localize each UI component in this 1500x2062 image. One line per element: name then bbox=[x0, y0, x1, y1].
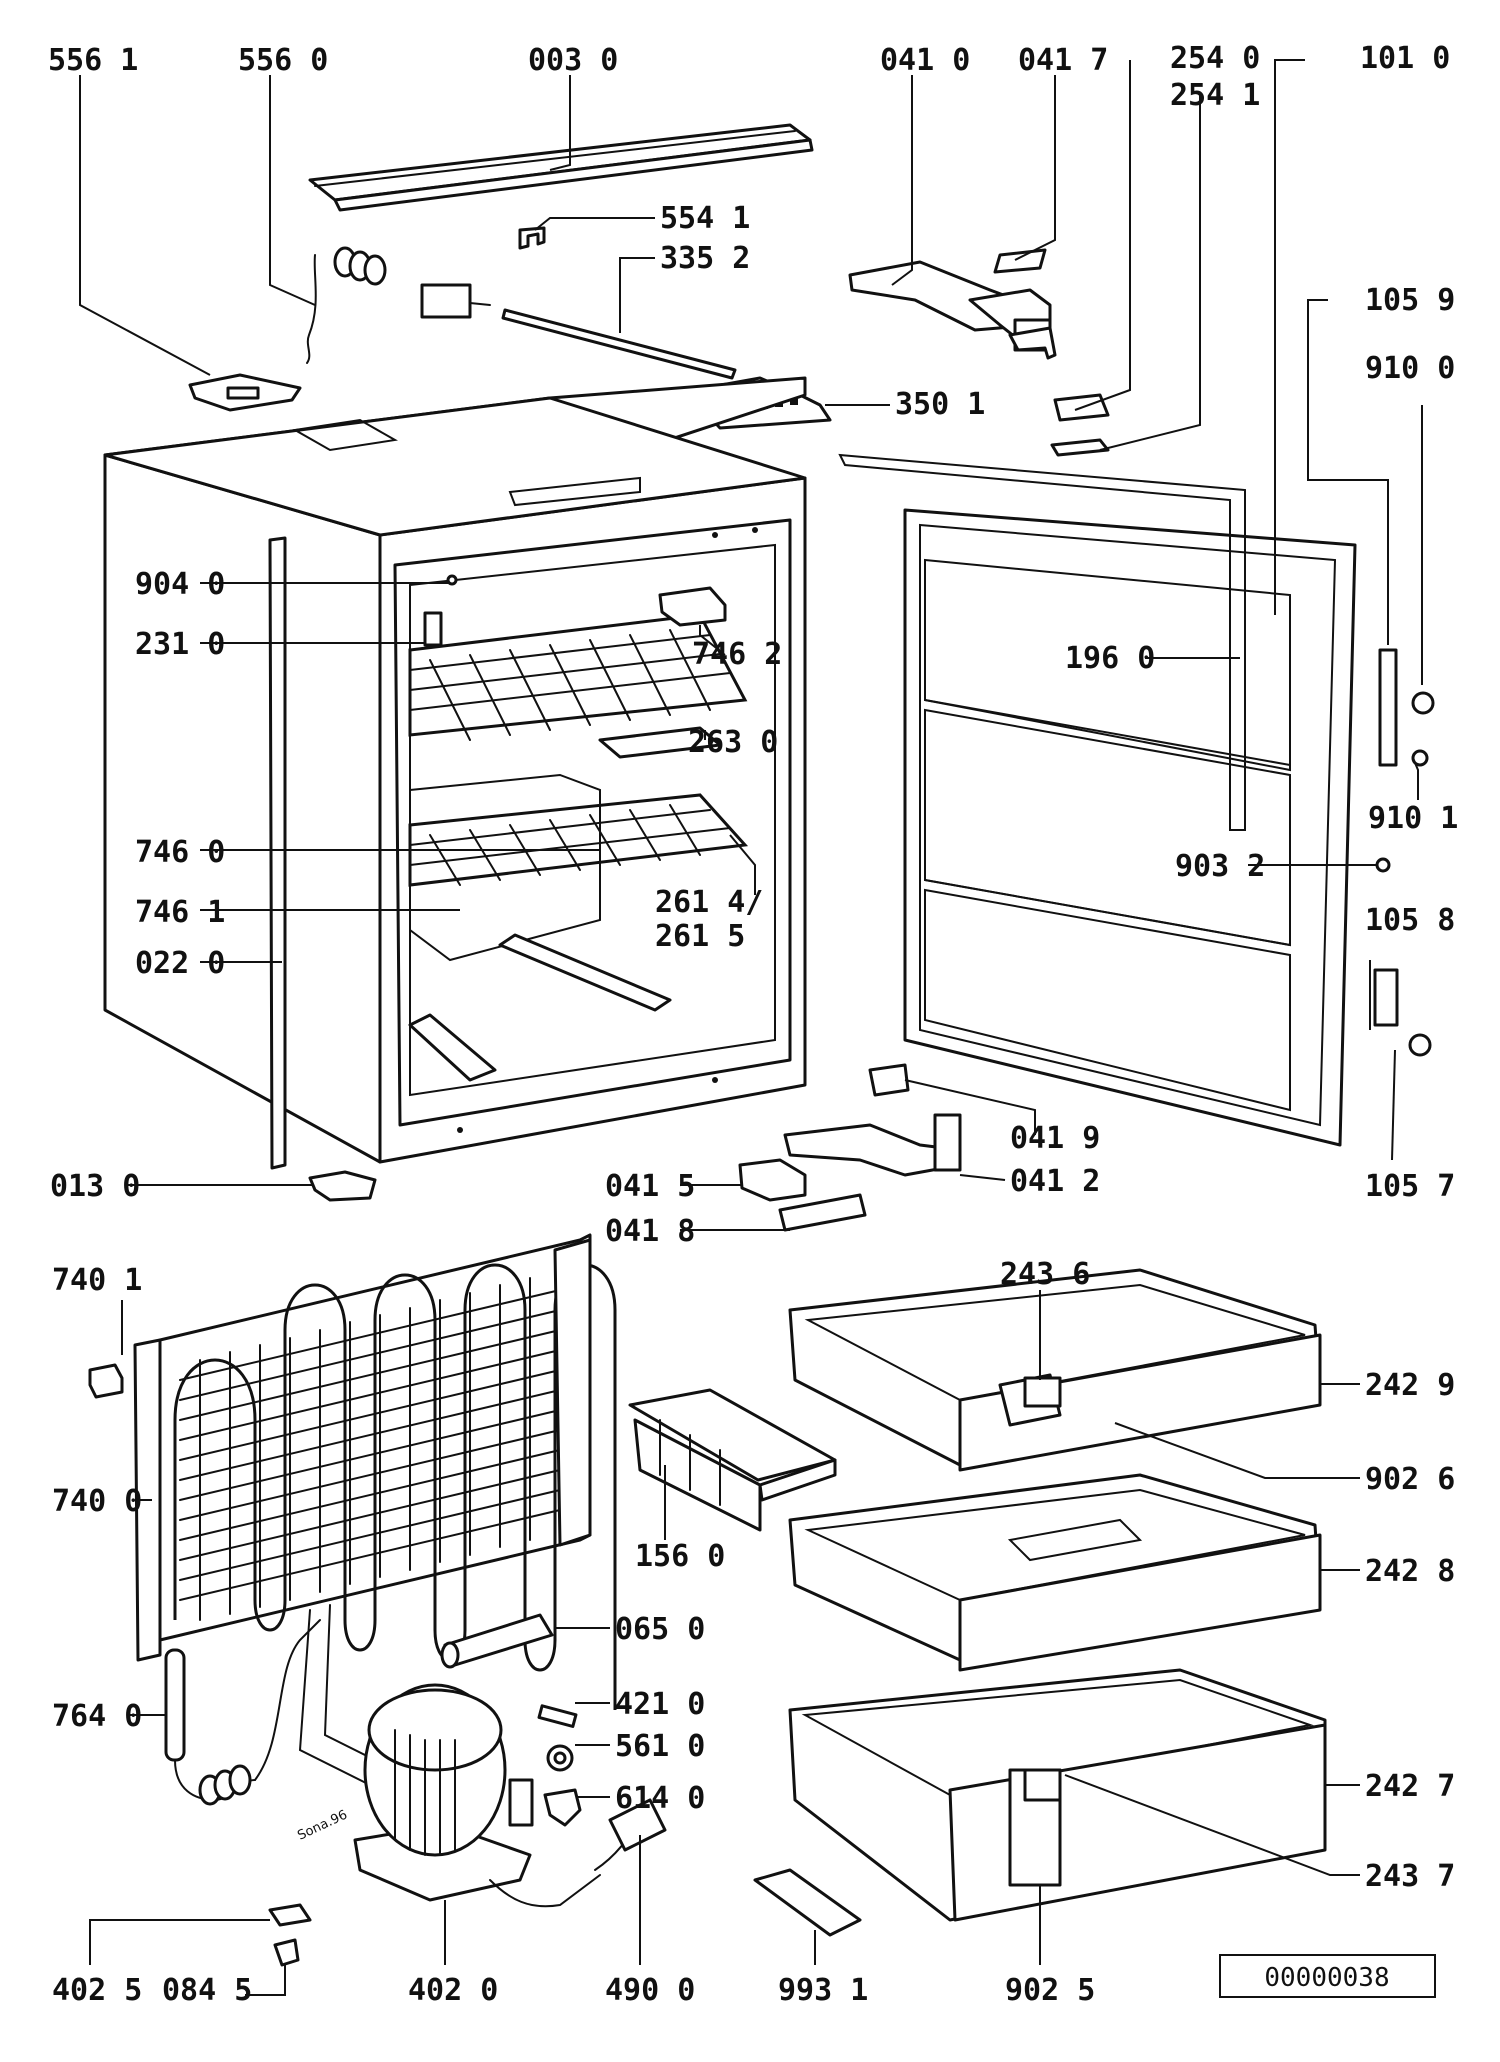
signature-text: Sona.96 bbox=[295, 1808, 349, 1844]
callout-9040: 904 0 bbox=[135, 567, 225, 602]
callout-4020: 402 0 bbox=[408, 1973, 498, 2008]
filter-drier-part bbox=[164, 1619, 321, 1806]
callout-7460: 746 0 bbox=[135, 835, 225, 870]
rod-part bbox=[501, 308, 737, 380]
callout-0030: 003 0 bbox=[528, 43, 618, 78]
callout-0419: 041 9 bbox=[1010, 1121, 1100, 1156]
callout-5610: 561 0 bbox=[615, 1729, 705, 1764]
callout-0417: 041 7 bbox=[1018, 43, 1108, 78]
callout-3501: 350 1 bbox=[895, 387, 985, 422]
callout-1960: 196 0 bbox=[1065, 641, 1155, 676]
callout-0650: 065 0 bbox=[615, 1612, 705, 1647]
callout-7462: 746 2 bbox=[692, 637, 782, 672]
callout-1560: 156 0 bbox=[635, 1539, 725, 1574]
callout-9931: 993 1 bbox=[778, 1973, 868, 2008]
callout-5561: 556 1 bbox=[48, 43, 138, 78]
lower-hinge-part bbox=[738, 1063, 962, 1232]
foot-part bbox=[308, 1170, 377, 1202]
callout-1010: 101 0 bbox=[1360, 41, 1450, 76]
callout-7461: 746 1 bbox=[135, 895, 225, 930]
callout-0410: 041 0 bbox=[880, 43, 970, 78]
door-shelf-insert-part bbox=[753, 1868, 862, 1937]
callout-9100: 910 0 bbox=[1365, 351, 1455, 386]
callout-2429: 242 9 bbox=[1365, 1368, 1455, 1403]
callout-labels: 556 1 556 0 003 0 041 0 041 7 254 0 254 … bbox=[48, 41, 1458, 2008]
callout-9025: 902 5 bbox=[1005, 1973, 1095, 2008]
callout-9032: 903 2 bbox=[1175, 849, 1265, 884]
cabinet-trim-strip bbox=[268, 536, 287, 1170]
power-cord-part bbox=[594, 1798, 667, 1871]
clip-part bbox=[518, 226, 546, 250]
top-cover-strip bbox=[308, 123, 814, 212]
callout-3352: 335 2 bbox=[660, 241, 750, 276]
callout-0220: 022 0 bbox=[135, 946, 225, 981]
callout-1059: 105 9 bbox=[1365, 283, 1455, 318]
callout-5541: 554 1 bbox=[660, 201, 750, 236]
callout-4210: 421 0 bbox=[615, 1687, 705, 1722]
refrigerator-door bbox=[838, 453, 1357, 1147]
thermostat-part bbox=[306, 246, 491, 364]
callout-7640: 764 0 bbox=[52, 1699, 142, 1734]
callout-9026: 902 6 bbox=[1365, 1462, 1455, 1497]
callout-0130: 013 0 bbox=[50, 1169, 140, 1204]
callout-2540: 254 0 bbox=[1170, 41, 1260, 76]
callout-2630: 263 0 bbox=[688, 725, 778, 760]
callout-0418: 041 8 bbox=[605, 1214, 695, 1249]
callout-7401: 740 1 bbox=[52, 1263, 142, 1298]
callout-4025: 402 5 bbox=[52, 1973, 142, 2008]
callout-0845: 084 5 bbox=[162, 1973, 252, 2008]
upper-hinge-part bbox=[848, 248, 1057, 360]
callout-2614: 261 4/ bbox=[655, 885, 763, 920]
callout-2615: 261 5 bbox=[655, 919, 745, 954]
callout-7400: 740 0 bbox=[52, 1484, 142, 1519]
callout-2541: 254 1 bbox=[1170, 78, 1260, 113]
ice-tray-part bbox=[628, 1388, 837, 1532]
callout-1057: 105 7 bbox=[1365, 1169, 1455, 1204]
callout-2437: 243 7 bbox=[1365, 1859, 1455, 1894]
drawer-top bbox=[788, 1268, 1322, 1472]
small-bracket-part bbox=[268, 1903, 312, 1967]
reference-number-box: 00000038 bbox=[1219, 1954, 1436, 1998]
drawer-middle bbox=[788, 1473, 1322, 1672]
compressor-part bbox=[298, 1604, 601, 1908]
door-side-parts bbox=[1373, 648, 1435, 1057]
reference-number: 00000038 bbox=[1264, 1963, 1389, 1993]
callout-9101: 910 1 bbox=[1368, 801, 1458, 836]
callout-2428: 242 8 bbox=[1365, 1554, 1455, 1589]
relay-parts bbox=[537, 1704, 582, 1827]
leader-lines bbox=[79, 59, 1423, 1996]
sensor-cover-part bbox=[188, 373, 302, 412]
callout-2436: 243 6 bbox=[1000, 1257, 1090, 1292]
callout-2310: 231 0 bbox=[135, 627, 225, 662]
callout-4900: 490 0 bbox=[605, 1973, 695, 2008]
callout-5560: 556 0 bbox=[238, 43, 328, 78]
callout-0415: 041 5 bbox=[605, 1169, 695, 1204]
callout-2427: 242 7 bbox=[1365, 1769, 1455, 1804]
callout-0412: 041 2 bbox=[1010, 1164, 1100, 1199]
drawer-bottom bbox=[788, 1668, 1327, 1922]
callout-1058: 105 8 bbox=[1365, 903, 1455, 938]
refrigerator-cabinet bbox=[103, 376, 807, 1164]
callout-6140: 614 0 bbox=[615, 1781, 705, 1816]
insulation-tube-part bbox=[440, 1613, 554, 1669]
door-handle-part bbox=[1050, 393, 1110, 457]
